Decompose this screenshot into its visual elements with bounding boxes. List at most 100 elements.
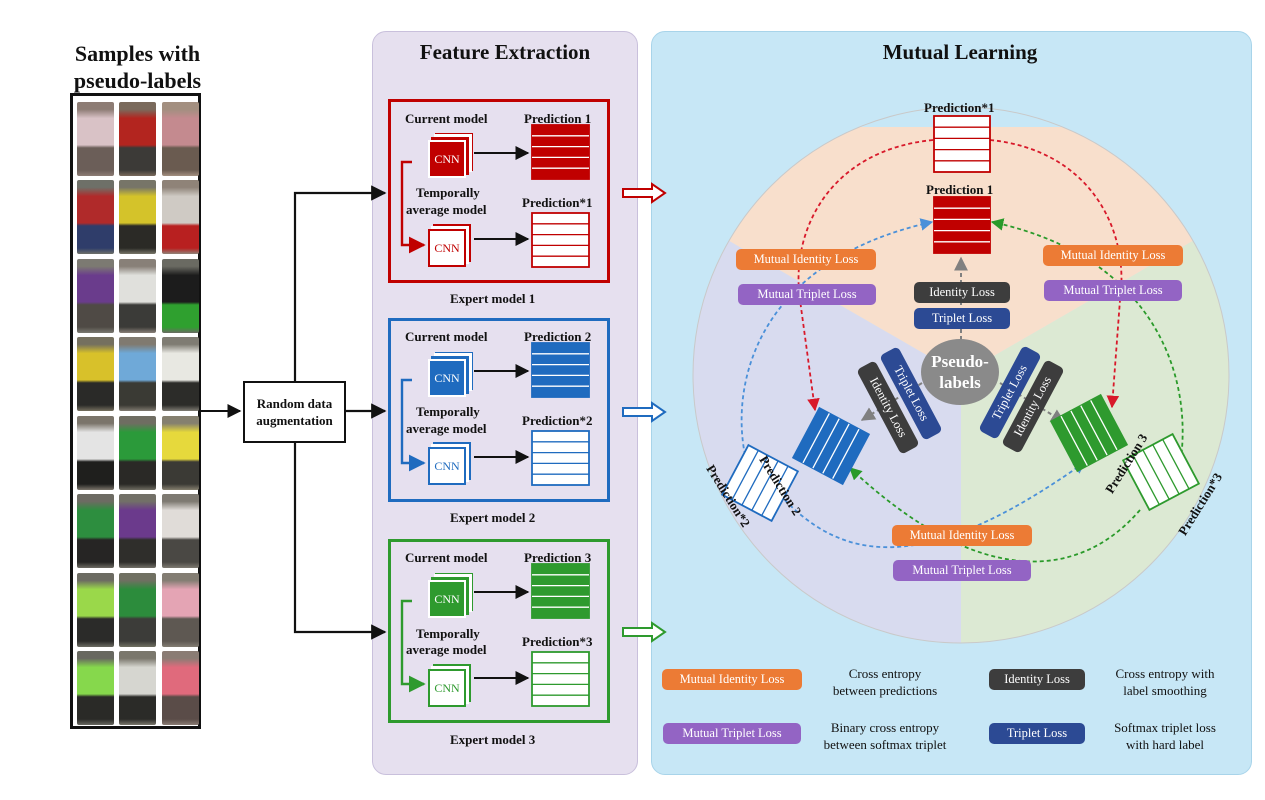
person-photo: [119, 416, 156, 490]
person-photo: [77, 337, 114, 411]
expert2-current-model: Current model: [405, 329, 488, 344]
expert-box-1: [388, 99, 610, 283]
person-photo: [77, 651, 114, 725]
fe-pred-temporal-2-frame: [531, 430, 590, 486]
pseudo-labels-line2: labels: [939, 373, 981, 392]
pill-mutual-triplet-bottom: Mutual Triplet Loss: [893, 560, 1031, 581]
ml-pred-star-3-row-line: [1162, 439, 1190, 490]
dashed-red-right: [989, 139, 1123, 409]
legend-pill-triplet: Triplet Loss: [989, 723, 1085, 744]
ml-prediction-star-1: Prediction*1: [924, 100, 995, 115]
ml-pred-3-frame: [1049, 393, 1129, 473]
hollow-arrow-red: [622, 182, 667, 204]
expert1-cnn-temporal: CNN: [428, 229, 466, 267]
person-photo: [77, 416, 114, 490]
person-photo: [162, 573, 199, 647]
expert2-prediction: Prediction 2: [524, 329, 592, 344]
ml-pred-2-row-line: [812, 418, 840, 469]
person-photo: [162, 416, 199, 490]
expert1-prediction: Prediction 1: [524, 111, 592, 126]
expert1-prediction-star: Prediction*1: [522, 195, 593, 210]
pill-triplet-top: Triplet Loss: [914, 308, 1010, 329]
ml-pred-2-row-line: [802, 413, 830, 464]
fe-pred-current-3-frame: [531, 563, 590, 619]
expert1-caption: Expert model 1: [450, 291, 536, 306]
ml-prediction-1: Prediction 1: [926, 182, 994, 197]
hollow-arrow-blue: [622, 401, 667, 423]
person-photo: [119, 494, 156, 568]
pill-mutual-triplet-right: Mutual Triplet Loss: [1044, 280, 1182, 301]
ml-pred-star-3: [1121, 432, 1201, 512]
samples-title-line1: Samples with: [74, 41, 201, 66]
ml-pred-star-1-frame: [933, 115, 991, 173]
dashed-blue-up: [740, 218, 934, 456]
legend-desc-mutual-identity: Cross entropy between predictions: [815, 665, 955, 699]
fe-pred-current-3: [531, 563, 590, 619]
expert3-current-model: Current model: [405, 550, 488, 565]
ml-pred-3-row-line: [1070, 410, 1098, 461]
fe-pred-current-1-frame: [531, 124, 590, 180]
legend-desc-triplet: Softmax triplet loss with hard label: [1095, 719, 1235, 753]
mutual-learning-title: Mutual Learning: [882, 40, 1038, 64]
legend-desc-triplet-1: Softmax triplet loss: [1114, 720, 1216, 735]
person-photo: [119, 180, 156, 254]
fe-pred-temporal-2: [531, 430, 590, 486]
ml-pred-2-frame: [791, 406, 871, 486]
person-photo: [162, 494, 199, 568]
legend-desc-mutual-identity-2: between predictions: [832, 683, 938, 698]
expert-box-2: [388, 318, 610, 502]
expert2-prediction-star: Prediction*2: [522, 413, 593, 428]
expert3-prediction: Prediction 3: [524, 550, 592, 565]
pill-mutual-identity-right: Mutual Identity Loss: [1043, 245, 1183, 266]
pill-mutual-identity-bottom: Mutual Identity Loss: [892, 525, 1032, 546]
fe-pred-current-1: [531, 124, 590, 180]
ml-pred-2: [791, 406, 871, 486]
expert-box-3: [388, 539, 610, 723]
expert2-caption: Expert model 2: [450, 510, 536, 525]
samples-title-line2: pseudo-labels: [73, 68, 202, 93]
person-photo: [162, 180, 199, 254]
ml-pred-star-2-row-line: [741, 455, 769, 506]
mutual-circle-outline: [692, 106, 1230, 644]
expert2-cnn-current: CNN: [428, 359, 466, 397]
ml-pred-star-1: [933, 115, 991, 173]
current-to-temporal-connector: [400, 160, 426, 254]
samples-title: Samples with pseudo-labels: [40, 40, 235, 94]
expert2-temporal-1: Temporally: [416, 404, 480, 419]
ml-pred-star-2-frame: [720, 443, 800, 523]
legend-desc-identity: Cross entropy with label smoothing: [1095, 665, 1235, 699]
expert1-temporal-1: Temporally: [416, 185, 480, 200]
expert1-temporal-2: average model: [406, 202, 487, 217]
person-photo: [77, 102, 114, 176]
legend-desc-mutual-triplet-1: Binary cross entropy: [830, 720, 940, 735]
person-photo: [77, 573, 114, 647]
aug-line1: Random data: [256, 396, 333, 411]
sector-left: [693, 127, 961, 643]
current-to-temporal-connector: [400, 599, 426, 693]
person-photo: [77, 259, 114, 333]
ml-pred-3-row-line: [1080, 405, 1108, 456]
expert3-caption: Expert model 3: [450, 732, 536, 747]
legend-desc-triplet-2: with hard label: [1126, 737, 1204, 752]
legend-desc-identity-2: label smoothing: [1123, 683, 1207, 698]
aug-line2: augmentation: [256, 413, 333, 428]
person-photo: [162, 337, 199, 411]
pill-mutual-identity-left: Mutual Identity Loss: [736, 249, 876, 270]
legend-pill-mutual-identity: Mutual Identity Loss: [662, 669, 802, 690]
person-photo: [162, 259, 199, 333]
random-augmentation-box: Random data augmentation: [243, 381, 346, 443]
ml-pred-star-3-row-line: [1132, 454, 1160, 505]
ml-pred-star-2: [720, 443, 800, 523]
ml-pred-3-row-line: [1090, 400, 1118, 451]
person-photo: [162, 651, 199, 725]
feature-extraction-panel: [372, 31, 638, 775]
dashed-red-left: [797, 139, 934, 412]
ml-pred-3-row-line: [1060, 415, 1088, 466]
legend-desc-identity-1: Cross entropy with: [1115, 666, 1215, 681]
pill-identity-top: Identity Loss: [914, 282, 1010, 303]
fe-pred-current-2-frame: [531, 342, 590, 398]
expert3-cnn-temporal: CNN: [428, 669, 466, 707]
fe-pred-current-2: [531, 342, 590, 398]
person-photo: [162, 102, 199, 176]
